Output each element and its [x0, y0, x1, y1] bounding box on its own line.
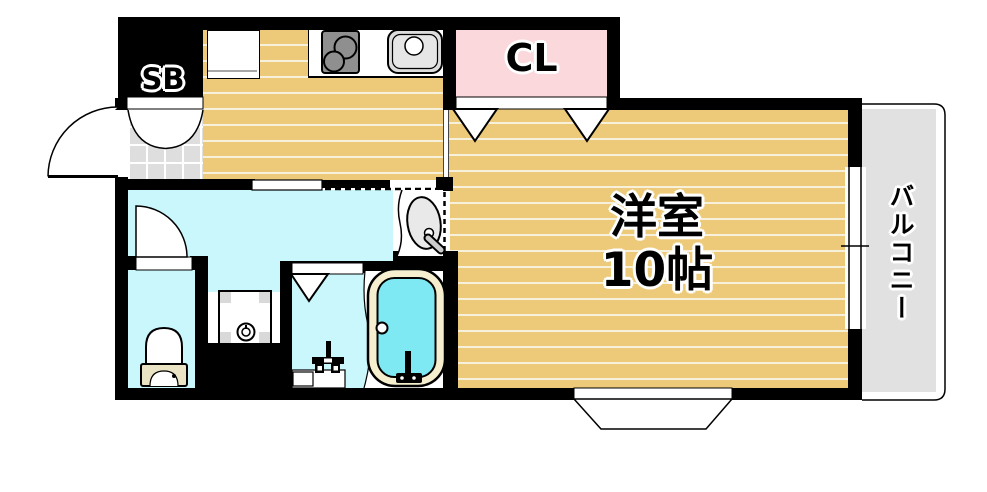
pan-corner: [220, 292, 231, 303]
balcony-label: バルコニー: [886, 183, 915, 323]
hallway-floor: [128, 190, 393, 263]
wall-basin-bottom: [393, 251, 458, 273]
wall-closet-left: [443, 17, 456, 110]
pan-corner: [259, 292, 270, 303]
main-room-floor: [448, 108, 848, 388]
kitchen-counter: [308, 30, 449, 78]
kitchen-hall-opening: [251, 179, 323, 191]
opening-backer: [390, 180, 445, 190]
main-room-name: 洋室: [610, 190, 704, 245]
wall-bath-right: [443, 251, 458, 388]
refrigerator-space: [207, 30, 260, 79]
closet-label: CL: [505, 36, 558, 80]
main-room-label: 洋室 10帖: [547, 190, 767, 298]
shoebox-label: SB: [141, 62, 185, 96]
wash-basin: [396, 189, 446, 257]
pan-corner: [220, 332, 231, 343]
wall-main-top: [607, 98, 862, 110]
wall-toilet-top-left: [115, 256, 140, 270]
bathroom-floor: [292, 271, 443, 388]
dash-backer-vertical: [439, 190, 450, 254]
wall-top: [118, 17, 618, 30]
wall-right: [848, 98, 862, 400]
wall-left: [115, 175, 128, 388]
wall-hall-top-right: [322, 180, 390, 188]
entry-genkan-tiles: [128, 108, 203, 180]
wall-bottom: [115, 388, 862, 400]
wall-under-laundry: [195, 343, 292, 388]
entry-door: [47, 106, 128, 178]
wall-hall-top-left: [115, 179, 255, 190]
wall-corner-junction: [436, 177, 453, 191]
wall-left-stub: [115, 98, 128, 112]
closet-area: [456, 28, 607, 98]
washing-machine-pan: [218, 290, 272, 345]
wall-bath-left: [280, 261, 292, 388]
kitchen-room-divider-line: [443, 108, 449, 179]
wall-entry-block: [118, 17, 203, 100]
laundry-nook-floor: [205, 254, 292, 292]
pan-corner: [259, 332, 270, 343]
toilet-room-floor: [128, 270, 198, 388]
wall-closet-right: [607, 17, 620, 110]
main-room-size: 10帖: [600, 242, 714, 298]
